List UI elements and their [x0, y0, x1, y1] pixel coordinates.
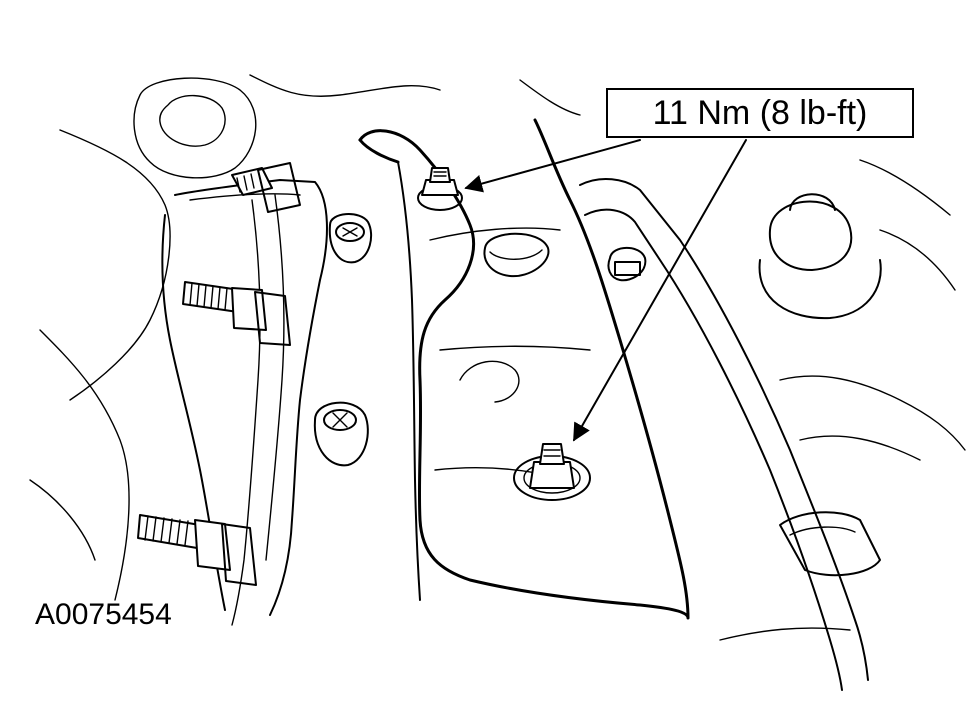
figure-id: A0075454 — [35, 598, 172, 631]
torque-callout: 11 Nm (8 lb-ft) — [606, 88, 914, 138]
heat-shield — [358, 118, 690, 620]
heat-shield-nut-upper — [417, 167, 463, 211]
coolant-pipe — [579, 178, 881, 691]
engine-block-outline — [29, 74, 966, 641]
stud-bolt-upper — [231, 162, 301, 213]
spark-plug-boot-upper — [328, 213, 373, 264]
spark-plug-boot-lower — [313, 401, 369, 467]
mount-boss — [758, 193, 882, 320]
stud-bolt-middle — [182, 281, 291, 346]
torque-label: 11 Nm (8 lb-ft) — [652, 93, 868, 132]
cylinder-head-flange — [161, 179, 328, 626]
flange-bolt-right — [607, 246, 647, 282]
torque-leader-arrows — [464, 139, 747, 442]
stud-bolt-lower — [137, 514, 257, 586]
heat-shield-nut-lower — [513, 443, 591, 501]
